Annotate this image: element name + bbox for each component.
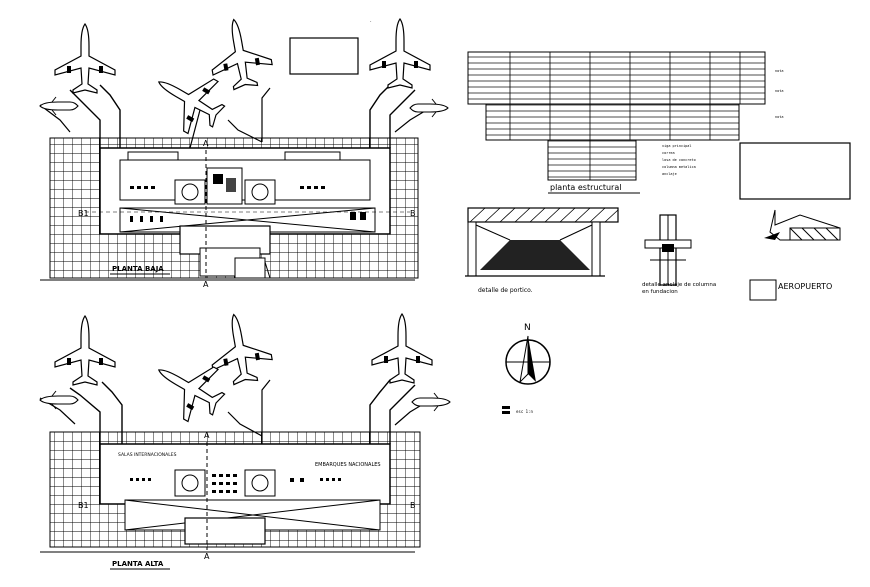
embarques-nacionales-label: EMBARQUES NACIONALES bbox=[315, 462, 381, 468]
aeropuerto-title: AEROPUERTO bbox=[778, 282, 832, 291]
airplane-icon bbox=[369, 18, 431, 89]
airplane-icon bbox=[143, 343, 235, 432]
svg-text:·: · bbox=[370, 19, 372, 25]
truss-detail bbox=[764, 209, 841, 241]
planta-alta-title: PLANTA ALTA bbox=[112, 560, 164, 568]
airplane-icon bbox=[54, 315, 116, 386]
section-a-bottom: A bbox=[203, 280, 209, 289]
airplane-icon bbox=[203, 308, 276, 389]
svg-text:nota: nota bbox=[775, 115, 783, 119]
planta-baja-plan: A A B1 B PLANTA BAJA · bbox=[39, 13, 449, 289]
detalle-portico: detalle de portico. bbox=[465, 207, 619, 294]
svg-text:losa de concreto: losa de concreto bbox=[662, 158, 696, 162]
section-b1-left: B1 bbox=[78, 209, 89, 218]
svg-text:nota: nota bbox=[775, 69, 783, 73]
airplane-icon bbox=[39, 96, 79, 116]
scale-note: esc 1:n bbox=[502, 406, 533, 414]
section-b-right: B bbox=[410, 209, 416, 218]
svg-text:viga principal: viga principal bbox=[662, 144, 692, 148]
section-a-bottom: A bbox=[204, 552, 210, 561]
planta-estructural: planta estructural viga principal correa… bbox=[467, 51, 851, 200]
salas-internacionales-label: SALAS INTERNACIONALES bbox=[118, 452, 177, 458]
svg-text:correa: correa bbox=[662, 151, 675, 155]
airplane-icon bbox=[409, 98, 449, 118]
struct-notes: viga principal correa losa de concreto c… bbox=[662, 144, 696, 176]
section-a-top: A bbox=[203, 139, 209, 148]
scale-text: esc 1:n bbox=[516, 409, 533, 414]
title-box bbox=[749, 279, 777, 301]
detalle-anclaje-line2: en fundacion bbox=[642, 289, 678, 295]
section-b-right: B bbox=[410, 501, 416, 510]
airplane-icon bbox=[371, 313, 433, 384]
detalle-anclaje: detalle anclaje de columna en fundacion bbox=[642, 214, 716, 295]
detalle-anclaje-line1: detalle anclaje de columna bbox=[642, 282, 716, 288]
svg-text:anclaje: anclaje bbox=[662, 172, 677, 176]
airplane-icon bbox=[411, 392, 451, 412]
north-arrow: N bbox=[505, 323, 551, 385]
section-b1-left: B1 bbox=[78, 501, 89, 510]
planta-baja-title: PLANTA BAJA bbox=[112, 265, 164, 273]
planta-alta-plan: SALAS INTERNACIONALES EMBARQUES NACIONAL… bbox=[39, 308, 451, 570]
planta-estructural-title: planta estructural bbox=[550, 183, 621, 192]
north-label: N bbox=[524, 323, 531, 333]
detalle-portico-title: detalle de portico. bbox=[478, 287, 533, 294]
airplane-icon bbox=[54, 23, 116, 94]
airplane-icon bbox=[39, 390, 79, 410]
section-a-top: A bbox=[204, 431, 210, 440]
svg-text:nota: nota bbox=[775, 89, 783, 93]
svg-text:columna metalica: columna metalica bbox=[662, 165, 696, 169]
right-notes: nota nota nota bbox=[775, 69, 783, 119]
